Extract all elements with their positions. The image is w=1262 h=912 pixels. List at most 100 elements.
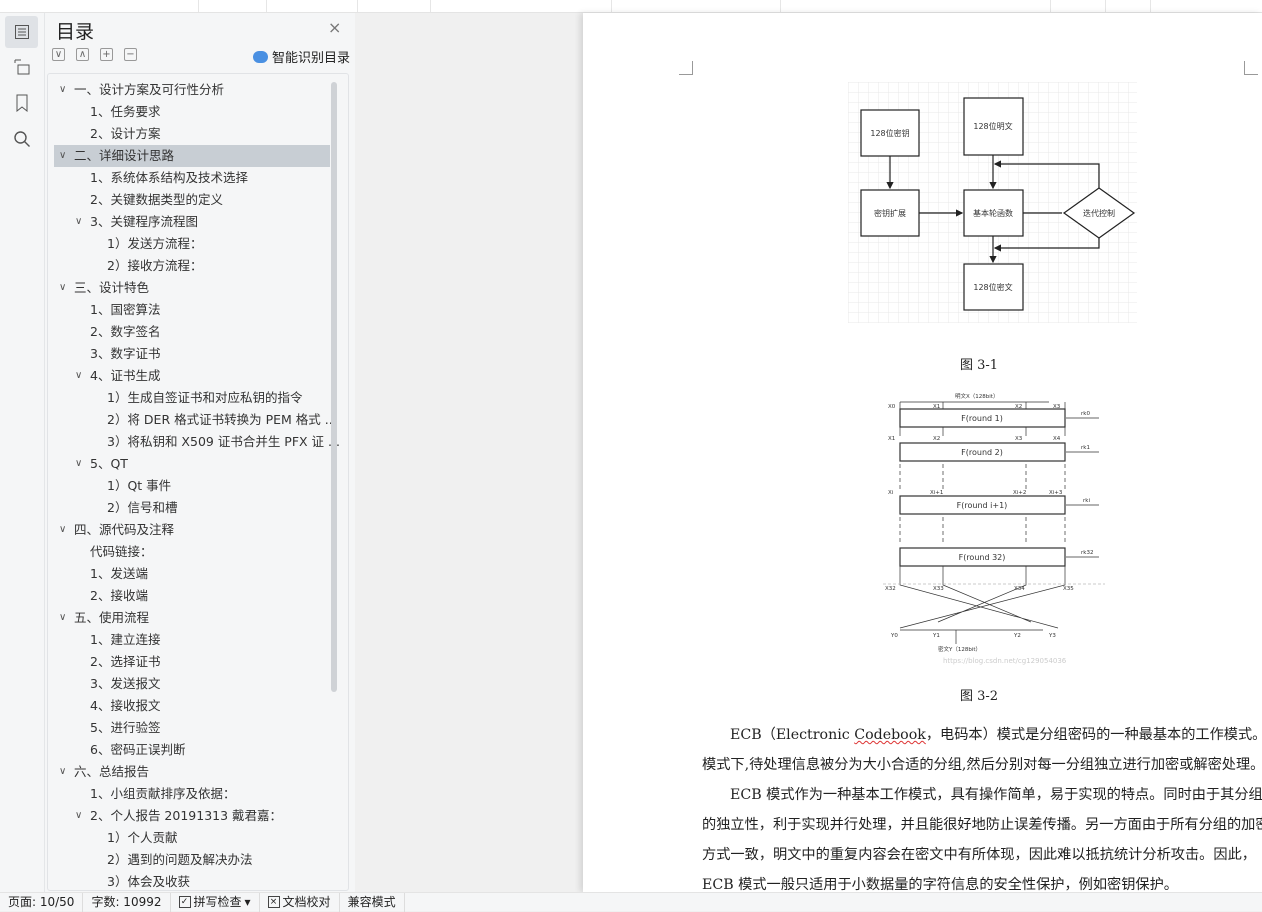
toc-item[interactable]: 3）将私钥和 X509 证书合并生 PFX 证 ... xyxy=(54,431,340,453)
chevron-down-icon[interactable]: ∨ xyxy=(75,370,83,381)
page-indicator[interactable]: 页面: 10/50 xyxy=(0,892,84,912)
chevron-down-icon[interactable]: ∨ xyxy=(59,282,67,293)
chevron-down-icon[interactable]: ∨ xyxy=(59,766,67,777)
toc-item[interactable]: 1、发送端 xyxy=(54,563,330,585)
svg-text:Y2: Y2 xyxy=(1013,633,1021,639)
toc-item[interactable]: 1、小组贡献排序及依据： xyxy=(54,783,330,805)
chevron-down-icon[interactable]: ∨ xyxy=(59,524,67,535)
toc-item[interactable]: 2）信号和槽 xyxy=(54,497,330,519)
toc-item-label: 五、使用流程 xyxy=(74,610,150,625)
toc-item[interactable]: ∨六、总结报告 xyxy=(54,761,330,783)
chevron-down-icon[interactable]: ∨ xyxy=(75,810,83,821)
toc-item[interactable]: ∨3、关键程序流程图 xyxy=(54,211,330,233)
toc-item-label: 6、密码正误判断 xyxy=(90,742,186,757)
chevron-down-icon[interactable]: ∨ xyxy=(59,612,67,623)
svg-text:rk1: rk1 xyxy=(1081,445,1090,451)
toc-item[interactable]: 3、数字证书 xyxy=(54,343,330,365)
toc-item[interactable]: 5、进行验签 xyxy=(54,717,330,739)
toc-item[interactable]: ∨ 三、设计特色 xyxy=(54,277,330,299)
toc-item[interactable]: 1）生成自签证书和对应私钥的指令 xyxy=(54,387,330,409)
scrollbar[interactable] xyxy=(331,82,337,692)
svg-text:X2: X2 xyxy=(933,436,940,442)
toc-item[interactable]: 2）接收方流程： xyxy=(54,255,330,277)
toc-item[interactable]: 1）Qt 事件 xyxy=(54,475,330,497)
toc-item[interactable]: 1、建立连接 xyxy=(54,629,330,651)
svg-text:X1: X1 xyxy=(933,404,940,410)
toc-item-label: 4、证书生成 xyxy=(90,368,161,383)
spell-error-word[interactable]: Codebook xyxy=(854,727,926,743)
toc-list: ∨一、设计方案及可行性分析 1、任务要求 2、设计方案 ∨ 二、详细设计思路 1、系统体系… xyxy=(47,73,349,891)
toc-item[interactable]: 1）发送方流程： xyxy=(54,233,330,255)
watermark: https://blog.csdn.net/cg129054036 xyxy=(943,657,1067,665)
smart-toc-button[interactable]: 智能识别目录 xyxy=(253,47,350,66)
chevron-down-icon[interactable]: ∨ xyxy=(59,150,67,161)
toc-item-label: 2、接收端 xyxy=(90,588,148,603)
toc-item-label: 1）个人贡献 xyxy=(107,830,178,845)
toc-item[interactable]: 2、数字签名 xyxy=(54,321,330,343)
svg-text:rk0: rk0 xyxy=(1081,411,1090,417)
body-paragraph: ECB（Electronic Codebook，电码本）模式是分组密码的一种最基… xyxy=(702,727,1262,893)
toc-item-label: 3、数字证书 xyxy=(90,346,161,361)
collapse-all-button[interactable]: ∨ xyxy=(52,48,65,61)
svg-text:Xi+1: Xi+1 xyxy=(930,490,943,496)
toc-item[interactable]: 1、任务要求 xyxy=(54,101,330,123)
toc-item[interactable]: 2、设计方案 xyxy=(54,123,330,145)
svg-text:X33: X33 xyxy=(933,586,944,592)
figure-3-2-sm4-rounds: F(round 1) F(round 2) F(round i+1) F(rou… xyxy=(883,392,1105,665)
canvas-background xyxy=(355,13,583,892)
toc-item[interactable]: ∨四、源代码及注释 xyxy=(54,519,330,541)
toc-icon[interactable] xyxy=(5,16,38,48)
label-iter: 迭代控制 xyxy=(1083,208,1115,218)
demote-button[interactable]: − xyxy=(124,48,137,61)
label-expand: 密钥扩展 xyxy=(874,208,906,218)
toc-item[interactable]: 3、发送报文 xyxy=(54,673,330,695)
toc-item-label: 2）将 DER 格式证书转换为 PEM 格式 ... xyxy=(107,412,337,427)
proofread-button[interactable]: ×文档校对 xyxy=(260,892,340,912)
word-count[interactable]: 字数: 10992 xyxy=(83,892,171,912)
svg-text:Xi+3: Xi+3 xyxy=(1049,490,1063,496)
toc-item-label: 1、任务要求 xyxy=(90,104,161,119)
toc-item[interactable]: 2）将 DER 格式证书转换为 PEM 格式 ... xyxy=(54,409,337,431)
search-icon[interactable] xyxy=(5,123,38,155)
round-32-label: F(round 32) xyxy=(959,553,1006,562)
label-key: 128位密钥 xyxy=(870,128,909,138)
close-icon[interactable]: × xyxy=(328,18,342,37)
spell-check-button[interactable]: ✓拼写检查 ▾ xyxy=(171,892,260,912)
svg-text:rki: rki xyxy=(1083,498,1090,504)
chevron-down-icon[interactable]: ∨ xyxy=(75,458,83,469)
navigation-icon[interactable] xyxy=(5,51,38,83)
toc-item-label: 二、详细设计思路 xyxy=(74,148,175,163)
expand-all-button[interactable]: ∧ xyxy=(76,48,89,61)
toc-item[interactable]: ∨ 五、使用流程 xyxy=(54,607,330,629)
toc-item[interactable]: 1）个人贡献 xyxy=(54,827,330,849)
toc-item[interactable]: ∨ 4、证书生成 xyxy=(54,365,330,387)
toc-item[interactable]: 1、国密算法 xyxy=(54,299,330,321)
toc-item-label: 1、小组贡献排序及依据： xyxy=(90,786,236,801)
toc-item-label: 三、设计特色 xyxy=(74,280,150,295)
toc-item[interactable]: ∨5、QT xyxy=(54,453,330,475)
figure-caption: 图 3-2 xyxy=(960,689,999,704)
toc-item[interactable]: 4、接收报文 xyxy=(54,695,330,717)
toc-item[interactable]: ∨2、个人报告 20191313 戴君嘉： xyxy=(54,805,330,827)
toc-item[interactable]: 6、密码正误判断 xyxy=(54,739,330,761)
toc-item[interactable]: ∨一、设计方案及可行性分析 xyxy=(54,79,330,101)
toc-item[interactable]: 2、关键数据类型的定义 xyxy=(54,189,330,211)
box-plain xyxy=(963,97,1024,156)
toc-item[interactable]: 1、系统体系结构及技术选择 xyxy=(54,167,330,189)
svg-text:rk32: rk32 xyxy=(1081,550,1093,556)
toc-item[interactable]: 2、选择证书 xyxy=(54,651,330,673)
box-cipher xyxy=(963,263,1024,311)
toc-item-label: 1、系统体系结构及技术选择 xyxy=(90,170,248,185)
toc-item[interactable]: 2）遇到的问题及解决办法 xyxy=(54,849,330,871)
toc-item-label: 2）接收方流程： xyxy=(107,258,203,273)
chevron-down-icon[interactable]: ∨ xyxy=(59,84,67,95)
chevron-down-icon[interactable]: ∨ xyxy=(75,216,83,227)
bookmark-icon[interactable] xyxy=(5,87,38,119)
promote-button[interactable]: + xyxy=(100,48,113,61)
toc-item[interactable]: 2、接收端 xyxy=(54,585,330,607)
toc-item[interactable]: ∨ 二、详细设计思路 xyxy=(54,145,330,167)
svg-text:Y1: Y1 xyxy=(932,633,940,639)
toc-item[interactable]: 代码链接： xyxy=(54,541,330,563)
ciphertext-label: 密文Y（128bit） xyxy=(938,645,981,653)
toc-item[interactable]: 3）体会及收获 xyxy=(54,871,330,890)
